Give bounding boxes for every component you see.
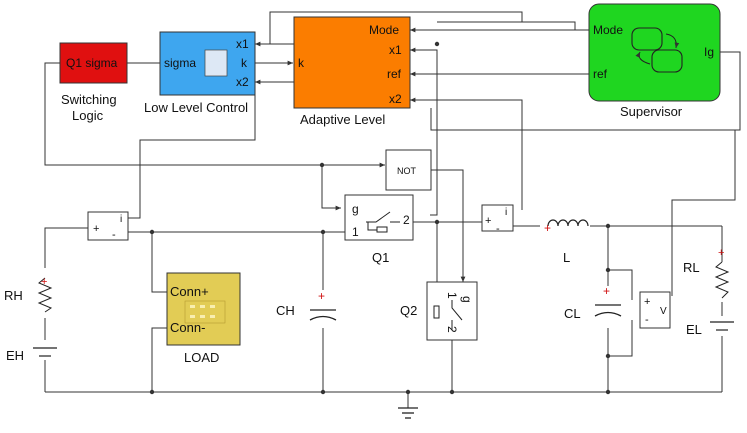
supervisor-port-ref: ref bbox=[593, 67, 608, 81]
adaptive-level-box bbox=[293, 16, 411, 109]
supervisor-block[interactable]: Mode ref Ig Supervisor bbox=[588, 3, 721, 119]
current-sensor-h[interactable]: + - i bbox=[87, 211, 129, 241]
load-block[interactable]: Conn+ Conn- LOAD bbox=[166, 272, 241, 365]
el-source[interactable]: EL bbox=[686, 321, 734, 337]
supervisor-port-mode: Mode bbox=[593, 23, 623, 37]
current-sensor-l-plus: + bbox=[485, 215, 491, 227]
eh-source[interactable]: EH bbox=[6, 347, 57, 363]
not-gate-box bbox=[385, 149, 432, 191]
load-conn-plus: Conn+ bbox=[170, 284, 209, 299]
q1-pin1-label: 1 bbox=[352, 225, 359, 239]
inductor-icon[interactable]: + L bbox=[544, 219, 589, 265]
adaptive-level-block[interactable]: k Mode x1 ref x2 Adaptive Level bbox=[293, 16, 411, 127]
voltage-sensor-out: V bbox=[660, 306, 667, 317]
not-gate-block[interactable]: NOT bbox=[385, 149, 432, 191]
low-level-control-mini-icon bbox=[204, 49, 228, 77]
supervisor-caption: Supervisor bbox=[620, 104, 683, 119]
q1-gate-label: g bbox=[352, 202, 359, 216]
signal-wires bbox=[44, 11, 741, 296]
ch-label: CH bbox=[276, 303, 295, 318]
junction-dots bbox=[149, 41, 611, 395]
q2-gate-label: g bbox=[460, 296, 474, 303]
load-conn-minus: Conn- bbox=[170, 320, 205, 335]
q1-switch[interactable]: g 1 2 Q1 bbox=[344, 194, 414, 265]
ch-plus: + bbox=[318, 289, 325, 303]
supervisor-box bbox=[588, 3, 721, 102]
low-level-control-port-k: k bbox=[241, 56, 248, 70]
adaptive-level-caption: Adaptive Level bbox=[300, 112, 385, 127]
low-level-control-port-sigma: sigma bbox=[164, 56, 196, 70]
current-sensor-l-out: i bbox=[505, 207, 507, 218]
switching-logic-caption-2: Logic bbox=[72, 108, 104, 123]
current-sensor-h-minus: - bbox=[112, 229, 116, 241]
rl-resistor[interactable]: + RL bbox=[683, 247, 730, 299]
not-gate-label: NOT bbox=[397, 166, 417, 176]
rl-label: RL bbox=[683, 260, 700, 275]
adaptive-level-port-x1: x1 bbox=[389, 43, 402, 57]
adaptive-level-port-mode: Mode bbox=[369, 23, 399, 37]
q1-pin2-label: 2 bbox=[403, 213, 410, 227]
switching-logic-port-in: Q1 sigma bbox=[66, 56, 118, 70]
adaptive-level-port-x2: x2 bbox=[389, 92, 402, 106]
eh-label: EH bbox=[6, 348, 24, 363]
inductor-plus: + bbox=[544, 221, 551, 235]
inductor-label: L bbox=[563, 250, 570, 265]
switching-logic-caption-1: Switching bbox=[61, 92, 117, 107]
q1-caption: Q1 bbox=[372, 250, 389, 265]
ch-capacitor[interactable]: + CH bbox=[276, 289, 337, 321]
low-level-control-port-x2: x2 bbox=[236, 75, 249, 89]
cl-plus: + bbox=[603, 284, 610, 298]
q2-switch[interactable]: g 1 2 Q2 bbox=[400, 281, 478, 341]
low-level-control-port-x1: x1 bbox=[236, 37, 249, 51]
voltage-sensor-minus: - bbox=[645, 314, 649, 326]
current-sensor-h-plus: + bbox=[93, 223, 99, 235]
adaptive-level-port-ref: ref bbox=[387, 67, 402, 81]
load-box bbox=[166, 272, 241, 346]
el-label: EL bbox=[686, 322, 702, 337]
q2-pin1-label: 1 bbox=[445, 292, 459, 299]
supervisor-port-ig: Ig bbox=[704, 45, 714, 59]
switching-logic-box bbox=[59, 42, 128, 84]
current-sensor-l-minus: - bbox=[496, 223, 500, 235]
ground-icon bbox=[398, 407, 418, 419]
rl-plus: + bbox=[718, 247, 724, 259]
load-mini-icon bbox=[184, 300, 226, 324]
current-sensor-h-out: i bbox=[120, 214, 122, 225]
rh-plus: + bbox=[41, 276, 47, 288]
adaptive-level-port-k: k bbox=[298, 56, 305, 70]
low-level-control-caption: Low Level Control bbox=[144, 100, 248, 115]
current-sensor-l[interactable]: + - i bbox=[481, 204, 514, 235]
low-level-control-block[interactable]: sigma x1 k x2 Low Level Control bbox=[144, 31, 256, 115]
cl-label: CL bbox=[564, 306, 581, 321]
voltage-sensor[interactable]: + - V bbox=[639, 291, 671, 329]
rh-label: RH bbox=[4, 288, 23, 303]
rh-resistor[interactable]: + RH bbox=[4, 276, 53, 313]
q2-caption: Q2 bbox=[400, 303, 417, 318]
voltage-sensor-plus: + bbox=[644, 296, 650, 308]
cl-capacitor[interactable]: + CL bbox=[564, 284, 622, 321]
switching-logic-block[interactable]: Q1 sigma Switching Logic bbox=[59, 42, 128, 123]
state-chart-icon bbox=[631, 27, 683, 73]
load-caption: LOAD bbox=[184, 350, 219, 365]
